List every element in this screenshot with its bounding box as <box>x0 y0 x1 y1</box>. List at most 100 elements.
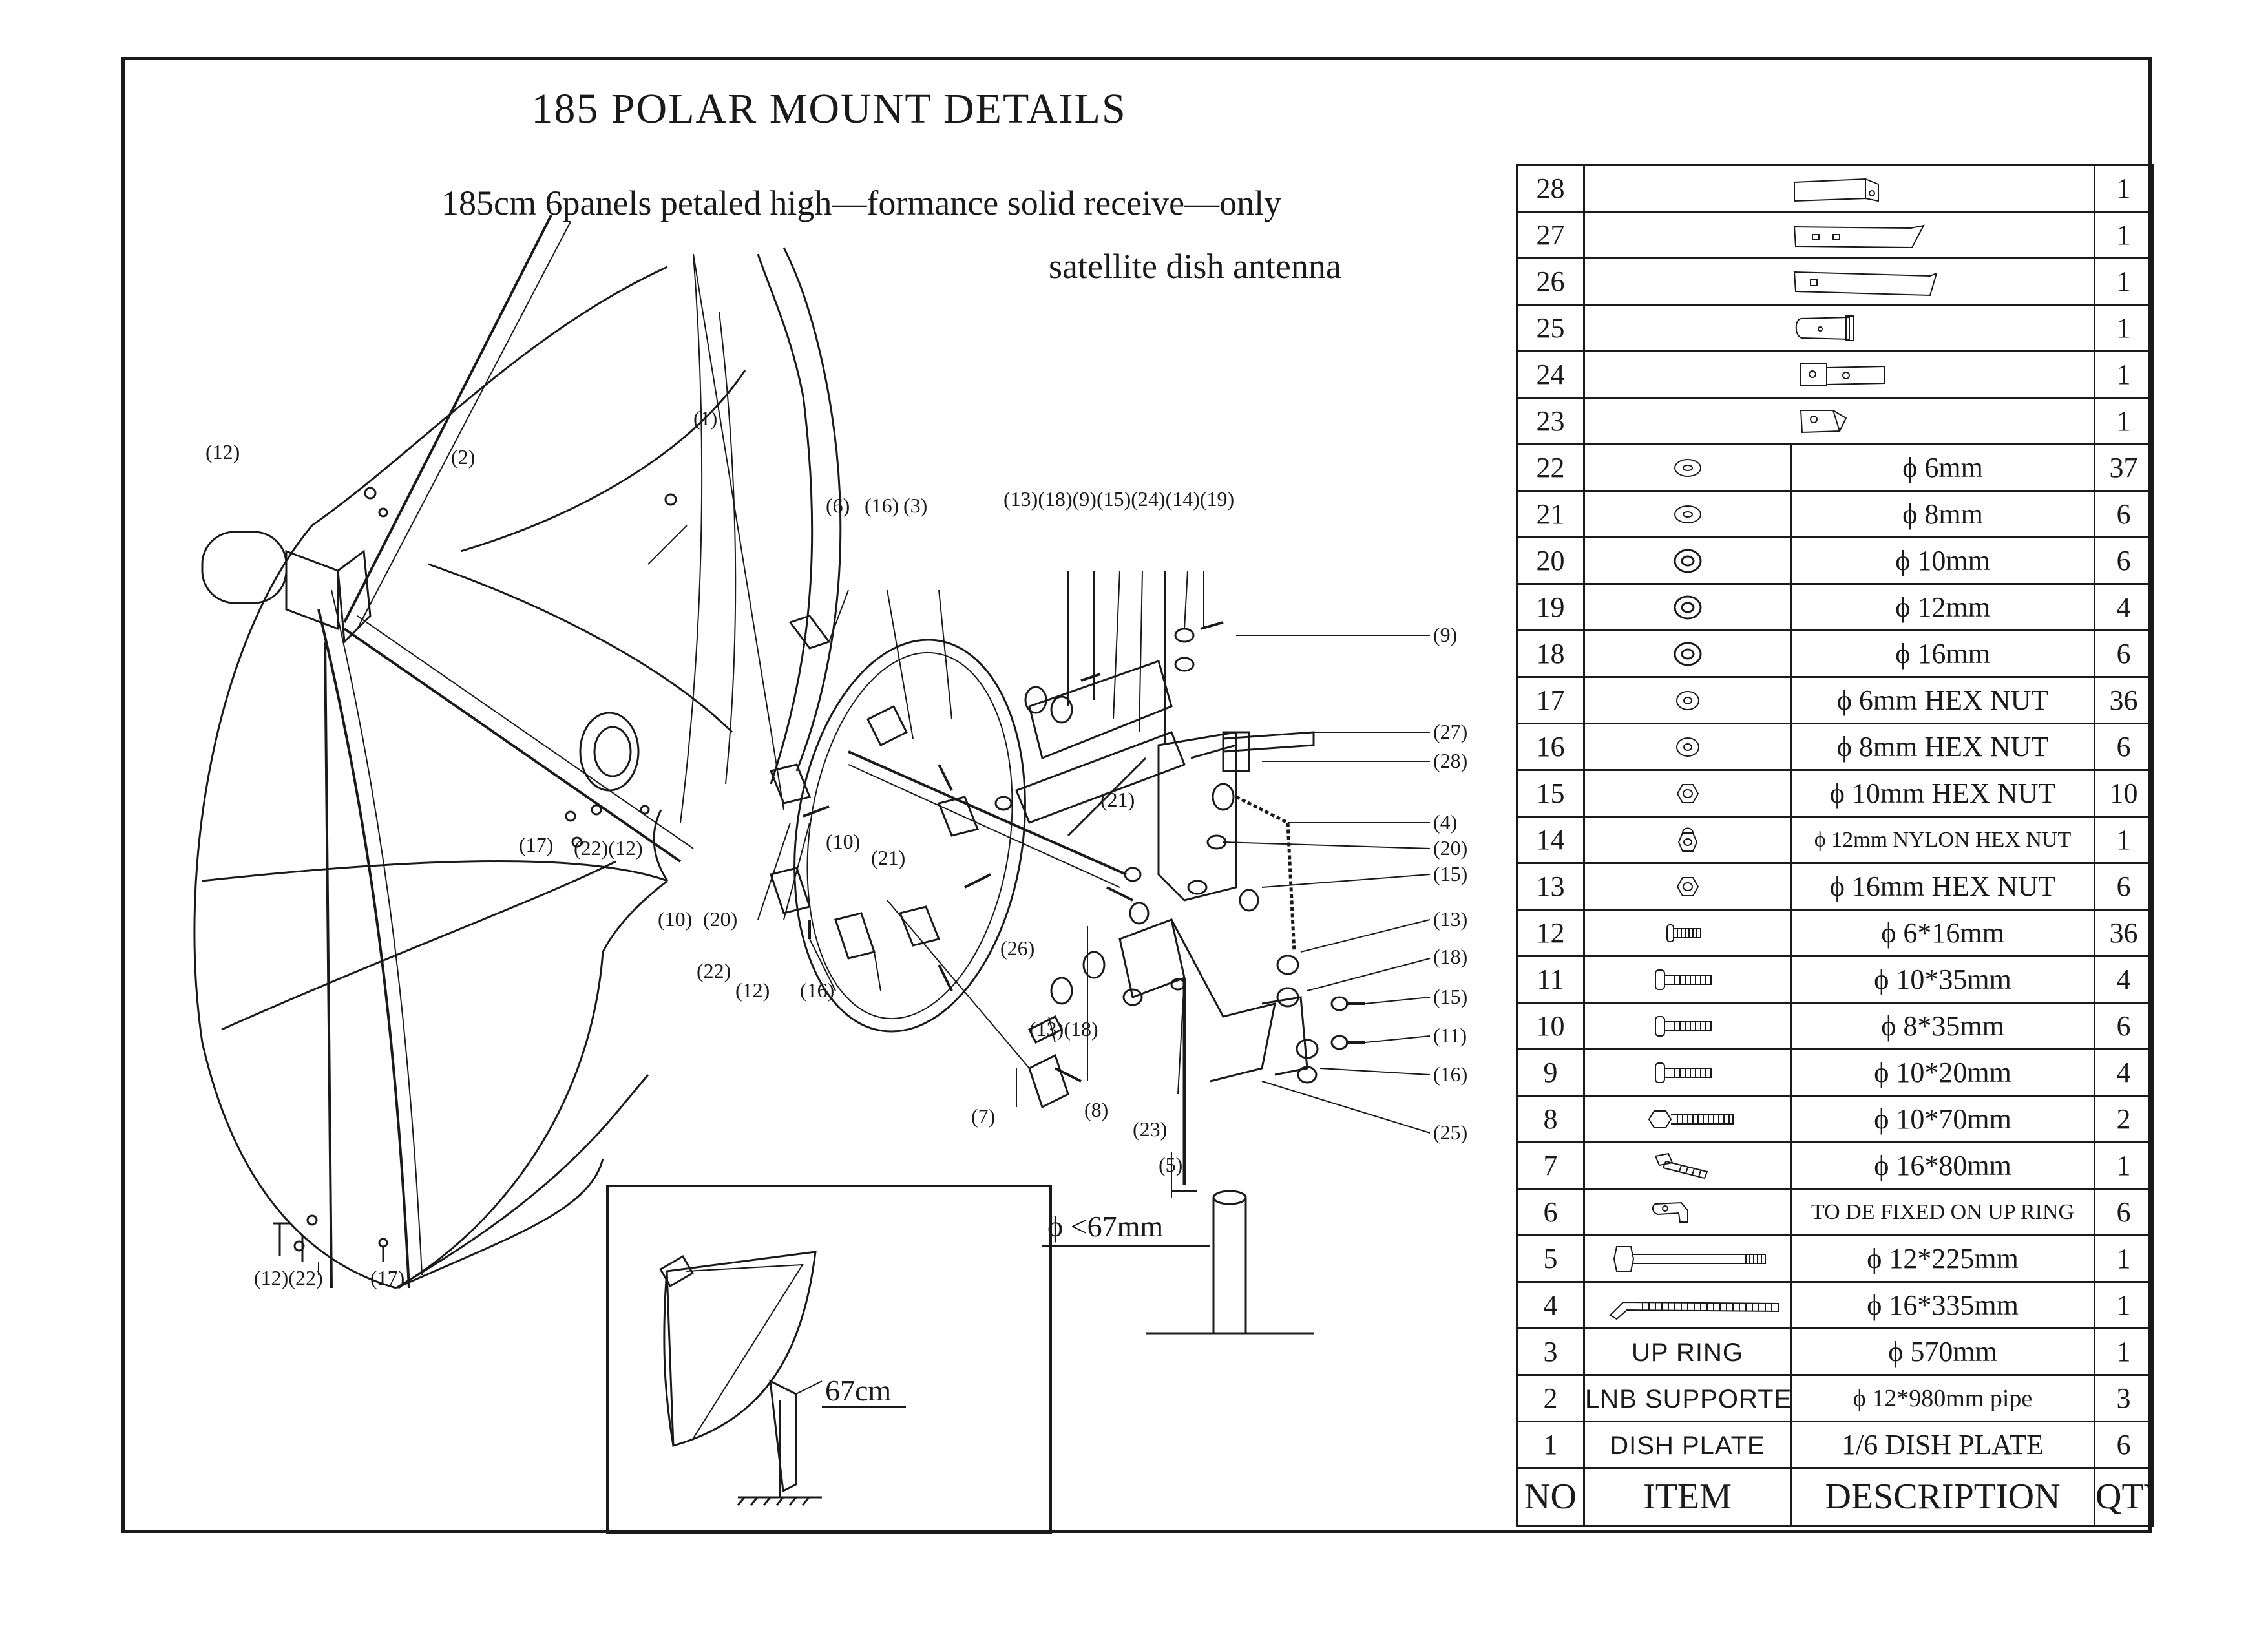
callout-21b: (21) <box>1100 788 1135 811</box>
part-description: ϕ 16mm <box>1790 629 2095 678</box>
part-item-name: UP RING <box>1583 1327 1792 1376</box>
hex-nut-icon <box>1583 862 1792 911</box>
part-number: 1 <box>1516 1421 1585 1469</box>
washer-icon <box>1583 443 1792 492</box>
part-description: ϕ 10mm HEX NUT <box>1790 769 2095 818</box>
part-item-name: LNB SUPPORTER <box>1583 1374 1792 1422</box>
hex-bolt-icon <box>1583 1234 1792 1283</box>
callout-18: (18) <box>1433 945 1467 968</box>
part-quantity: 6 <box>2094 490 2154 538</box>
part-quantity: 4 <box>2094 1048 2154 1097</box>
callout-10: (10) <box>658 907 692 931</box>
page-title: 185 POLAR MOUNT DETAILS <box>531 85 1127 132</box>
callout-6: (6) <box>826 494 850 517</box>
part-description: ϕ 12*980mm pipe <box>1790 1374 2095 1422</box>
part-number: 4 <box>1516 1281 1585 1329</box>
callout-22-12: (22)(12) <box>574 836 643 860</box>
callout-12b: (12) <box>735 978 770 1002</box>
subtitle-line-1: 185cm 6panels petaled high—formance soli… <box>441 184 1282 222</box>
threaded-rod-icon <box>1583 1281 1792 1329</box>
angle-bracket-icon <box>1583 164 2095 213</box>
part-number: 23 <box>1516 397 1585 445</box>
part-number: 22 <box>1516 443 1585 492</box>
part-description: ϕ 12mm <box>1790 583 2095 631</box>
part-quantity: 6 <box>2094 536 2154 585</box>
part-number: 5 <box>1516 1234 1585 1283</box>
part-description: ϕ 10*35mm <box>1790 955 2095 1004</box>
part-quantity: 6 <box>2094 862 2154 911</box>
callout-22: (22) <box>697 959 731 982</box>
part-quantity: 1 <box>2094 816 2154 864</box>
dish-assembly <box>193 215 842 1289</box>
nut-icon <box>1583 723 1792 771</box>
header-no: NO <box>1516 1467 1585 1527</box>
part-number: 18 <box>1516 629 1585 678</box>
part-description: ϕ 570mm <box>1790 1327 2095 1376</box>
callout-12-22: (12)(22) <box>254 1266 323 1289</box>
part-number: 28 <box>1516 164 1585 213</box>
callout-27: (27) <box>1433 720 1467 743</box>
callout-13: (13) <box>1433 907 1467 931</box>
part-quantity: 4 <box>2094 955 2154 1004</box>
part-item-label: DISH PLATE <box>1610 1431 1765 1460</box>
callout-2: (2) <box>451 445 475 469</box>
part-description: ϕ 8mm <box>1790 490 2095 538</box>
part-quantity: 10 <box>2094 769 2154 818</box>
part-item-name: DISH PLATE <box>1583 1421 1792 1469</box>
part-quantity: 1 <box>2094 1327 2154 1376</box>
part-number: 11 <box>1516 955 1585 1004</box>
callout-16b: (16) <box>1433 1062 1467 1086</box>
part-number: 9 <box>1516 1048 1585 1097</box>
callout-21: (21) <box>871 846 905 869</box>
nylon-nut-icon <box>1583 816 1792 864</box>
small-bracket-icon <box>1583 397 2095 445</box>
callout-16: (16) <box>865 494 899 517</box>
callout-10b: (10) <box>826 830 860 853</box>
part-number: 20 <box>1516 536 1585 585</box>
callout-labels: (1) (2) (12) (6) (16) (3) (13)(18)(9)(15… <box>205 407 1467 1289</box>
leader-lines <box>318 525 1431 1275</box>
part-quantity: 1 <box>2094 1141 2154 1190</box>
part-number: 7 <box>1516 1141 1585 1190</box>
callout-4: (4) <box>1433 810 1457 834</box>
part-number: 26 <box>1516 257 1585 306</box>
callout-8: (8) <box>1084 1098 1108 1121</box>
part-description: ϕ 6mm <box>1790 443 2095 492</box>
up-ring-assembly <box>769 615 1127 1109</box>
part-number: 21 <box>1516 490 1585 538</box>
part-quantity: 36 <box>2094 909 2154 957</box>
spring-washer-icon <box>1583 629 1792 678</box>
part-description: ϕ 16*80mm <box>1790 1141 2095 1190</box>
header-item: ITEM <box>1583 1467 1792 1527</box>
part-quantity: 1 <box>2094 350 2154 399</box>
table-row: 26 1 <box>1516 257 2154 306</box>
part-quantity: 1 <box>2094 257 2154 306</box>
part-quantity: 6 <box>2094 1421 2154 1469</box>
part-number: 16 <box>1516 723 1585 771</box>
subtitle-line-2: satellite dish antenna <box>1049 247 1341 286</box>
flat-bar-two-holes-icon <box>1583 211 2095 259</box>
callout-12: (12) <box>205 440 240 463</box>
callout-7: (7) <box>971 1104 995 1128</box>
part-description: ϕ 8mm HEX NUT <box>1790 723 2095 771</box>
part-quantity: 6 <box>2094 1188 2154 1236</box>
part-number: 3 <box>1516 1327 1585 1376</box>
part-number: 2 <box>1516 1374 1585 1422</box>
spring-washer-icon <box>1583 583 1792 631</box>
long-flat-bar-icon <box>1583 257 2095 306</box>
mounting-pipe: ϕ <67mm <box>1042 1190 1314 1335</box>
